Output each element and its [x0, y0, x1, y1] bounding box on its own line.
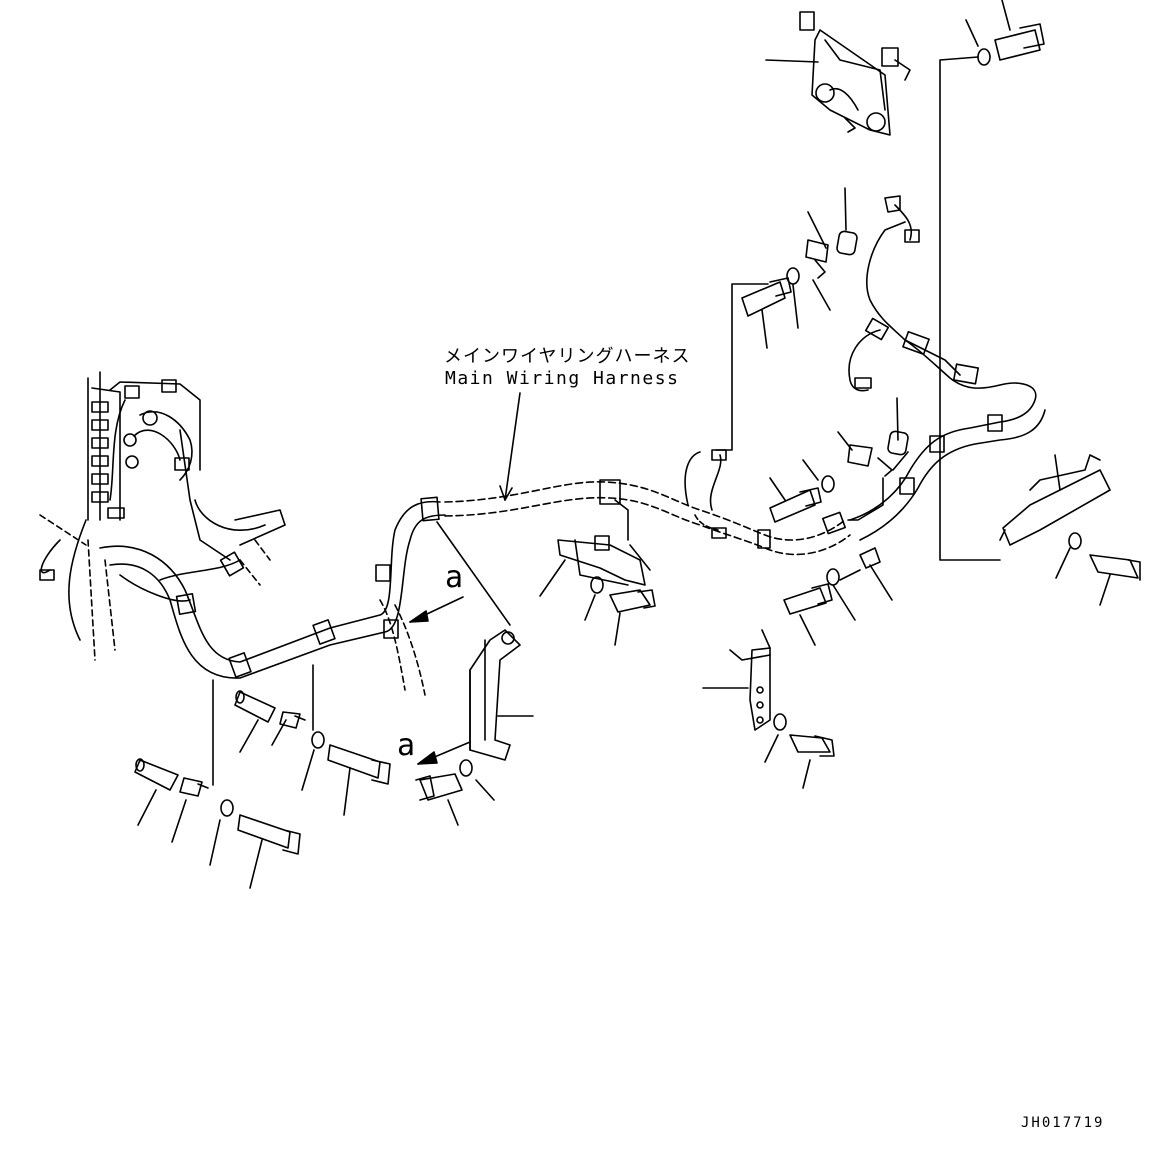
top-bracket: [800, 12, 910, 135]
right-bracket: [1000, 455, 1140, 605]
harness-bundle-right: [849, 196, 1045, 540]
clamp-assembly-middle: [770, 398, 909, 522]
lower-fasteners-1: [235, 691, 390, 815]
lower-fasteners-2: [135, 680, 300, 888]
view-marker-a-1: a: [445, 560, 464, 595]
clamp-assembly-upper: [716, 188, 858, 450]
view-arrow-1: [410, 597, 463, 622]
leader-bracket: [766, 57, 1000, 560]
view-marker-a-2: a: [397, 728, 416, 763]
harness-clamps-center: [600, 480, 845, 548]
harness-clamps-left: [177, 497, 439, 677]
harness-clamps-right: [866, 230, 1002, 494]
engine-block: [40, 372, 285, 660]
top-bolt: [966, 0, 1044, 65]
clamp-assembly-lower: [784, 548, 892, 645]
center-bracket: [540, 500, 655, 645]
support-bracket: [416, 522, 533, 825]
harness-title-japanese: メインワイヤリングハーネス: [444, 346, 691, 367]
drawing-number: JH017719: [1021, 1115, 1105, 1131]
harness-title-english: Main Wiring Harness: [445, 368, 680, 389]
harness-bundle-left: [100, 430, 445, 695]
view-arrow-2: [418, 742, 470, 764]
strap-bracket: [703, 630, 834, 788]
harness-branch-center: [685, 450, 726, 538]
engine-connectors: [92, 380, 192, 518]
title-leader: [500, 393, 520, 500]
